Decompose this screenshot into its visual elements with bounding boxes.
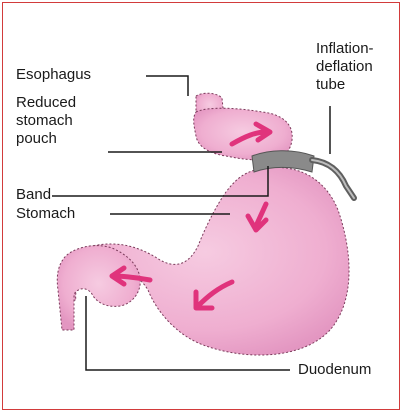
label-reduced-line2: stomach (16, 112, 76, 130)
label-reduced-line3: pouch (16, 130, 76, 148)
label-esophagus: Esophagus (16, 66, 91, 84)
label-band: Band (16, 186, 51, 204)
label-reduced-line1: Reduced (16, 94, 76, 112)
duodenum-shape (57, 246, 140, 330)
label-tube-line3: tube (316, 76, 374, 94)
label-tube-line2: deflation (316, 58, 374, 76)
label-inflation-deflation-tube: Inflation- deflation tube (316, 40, 374, 94)
label-duodenum: Duodenum (298, 361, 371, 379)
label-stomach: Stomach (16, 205, 75, 223)
label-tube-line1: Inflation- (316, 40, 374, 58)
leader-esophagus (146, 76, 188, 96)
label-reduced-stomach-pouch: Reduced stomach pouch (16, 94, 76, 148)
